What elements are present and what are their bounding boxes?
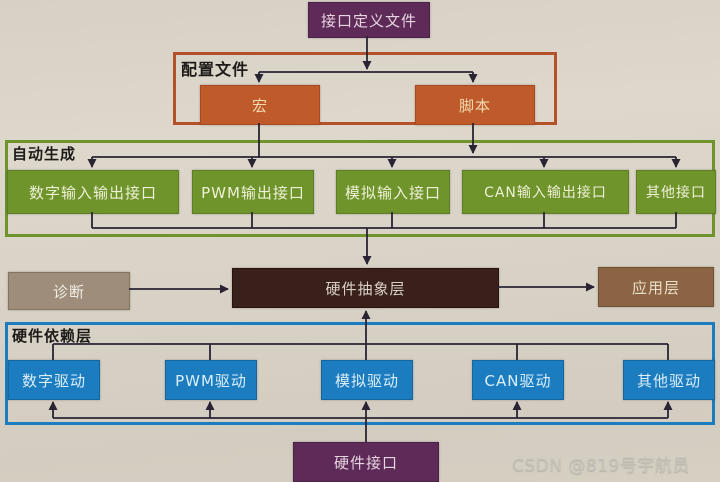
- analog-driver-box: 模拟驱动: [321, 360, 413, 400]
- hardware-dependent-group-label: 硬件依赖层: [12, 327, 93, 345]
- hardware-interface-box: 硬件接口: [293, 442, 439, 482]
- macro-label: 宏: [251, 96, 268, 115]
- hardware-interface-label: 硬件接口: [333, 453, 398, 472]
- application-layer-box: 应用层: [598, 267, 714, 307]
- pwm-driver-box: PWM驱动: [165, 360, 257, 400]
- pwm-output-interface-label: PWM输出接口: [201, 183, 305, 202]
- digital-io-interface-label: 数字输入输出接口: [28, 183, 157, 202]
- macro-box: 宏: [200, 85, 320, 125]
- other-interface-box: 其他接口: [636, 170, 716, 214]
- script-label: 脚本: [458, 96, 491, 115]
- auto-generated-group-label: 自动生成: [12, 145, 77, 163]
- script-box: 脚本: [415, 85, 535, 125]
- digital-driver-label: 数字驱动: [21, 371, 86, 390]
- diagnosis-label: 诊断: [52, 282, 85, 301]
- other-driver-label: 其他驱动: [636, 371, 701, 390]
- pwm-driver-label: PWM驱动: [175, 371, 247, 390]
- analog-input-interface-box: 模拟输入接口: [336, 170, 450, 214]
- application-layer-label: 应用层: [631, 278, 680, 297]
- can-io-interface-box: CAN输入输出接口: [462, 170, 629, 214]
- config-file-group-label: 配置文件: [181, 60, 250, 79]
- csdn-watermark: CSDN @819号宇航员: [512, 456, 690, 476]
- can-driver-label: CAN驱动: [484, 371, 552, 390]
- hardware-abstraction-layer-label: 硬件抽象层: [325, 279, 406, 298]
- interface-definition-file-box: 接口定义文件: [308, 2, 430, 38]
- other-driver-box: 其他驱动: [623, 360, 715, 400]
- digital-driver-box: 数字驱动: [8, 360, 100, 400]
- diagnosis-box: 诊断: [8, 272, 130, 310]
- analog-input-interface-label: 模拟输入接口: [344, 183, 441, 202]
- other-interface-label: 其他接口: [646, 185, 706, 201]
- can-driver-box: CAN驱动: [472, 360, 564, 400]
- pwm-output-interface-box: PWM输出接口: [192, 170, 314, 214]
- hardware-abstraction-layer-box: 硬件抽象层: [232, 268, 499, 308]
- can-io-interface-label: CAN输入输出接口: [484, 185, 607, 201]
- interface-definition-file-label: 接口定义文件: [320, 11, 417, 30]
- config-file-group: [173, 52, 557, 125]
- analog-driver-label: 模拟驱动: [334, 371, 399, 390]
- digital-io-interface-box: 数字输入输出接口: [7, 170, 179, 214]
